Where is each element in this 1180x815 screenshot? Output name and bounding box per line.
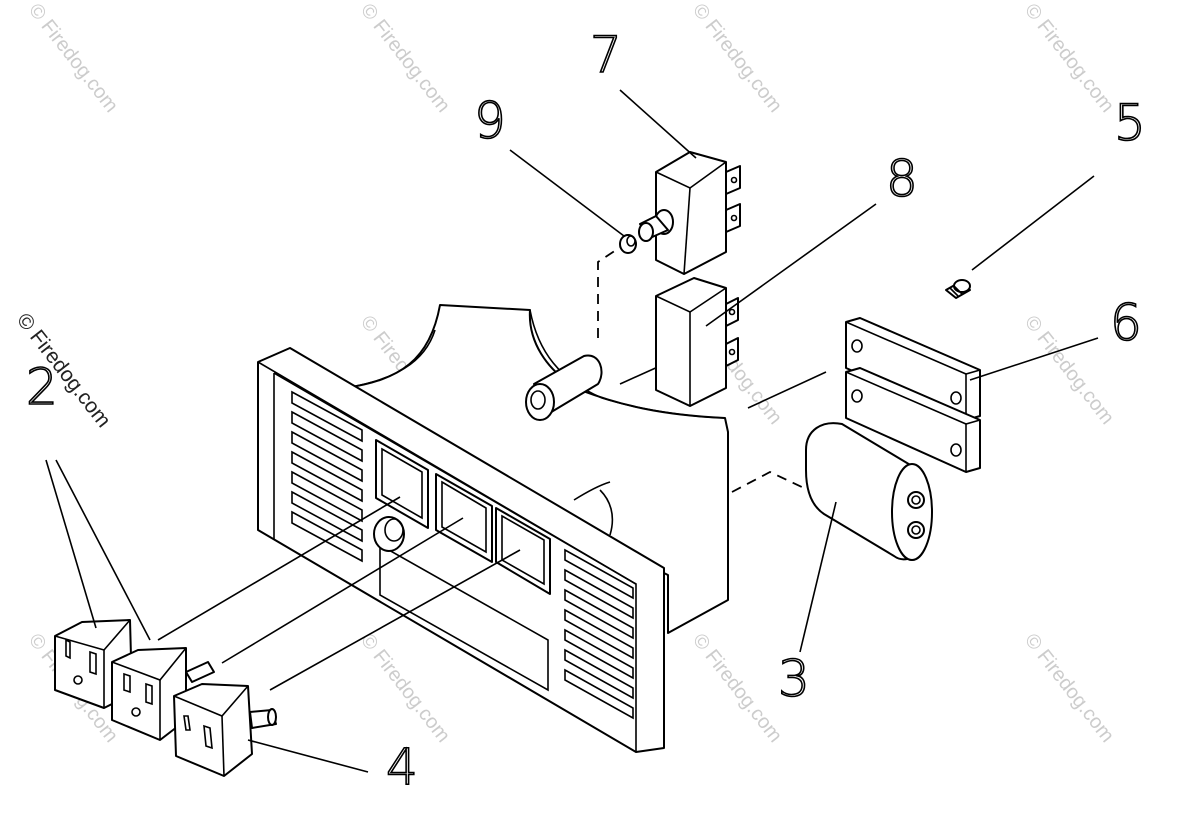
callout-3: 3	[778, 650, 810, 708]
front-panel	[257, 347, 665, 753]
label-recess	[379, 543, 549, 692]
part-9-knob	[619, 234, 637, 254]
leader-lines	[45, 89, 1099, 773]
watermark: © Firedog.com	[688, 630, 786, 747]
callout-2: 2	[26, 358, 58, 416]
part-8-cylinder	[525, 354, 603, 421]
part-4-receptacle	[173, 683, 277, 777]
callout-labels: 2 3 4 5 6 7 8 9	[25, 25, 1146, 797]
callout-4: 4	[386, 738, 418, 796]
part-6-bars	[845, 317, 981, 473]
part-3-capacitor	[805, 422, 933, 561]
outlet-cutouts	[375, 439, 551, 595]
watermark: © Firedog.com	[1020, 630, 1118, 747]
part-5-screw	[945, 279, 971, 299]
callout-9: 9	[474, 92, 506, 150]
watermark: © Firedog.com	[356, 630, 454, 747]
watermark: © Firedog.com	[688, 0, 786, 117]
watermark: © Firedog.com	[1020, 0, 1118, 117]
panel-indicator	[373, 516, 405, 552]
watermark: © Firedog.com	[356, 0, 454, 117]
callout-5: 5	[1114, 94, 1146, 152]
callout-6: 6	[1110, 294, 1142, 352]
part-7-breaker	[638, 151, 741, 275]
callout-7: 7	[590, 26, 622, 84]
watermark: © Firedog.com	[24, 0, 122, 117]
callout-8: 8	[886, 150, 918, 208]
part-8-switch	[655, 277, 739, 407]
left-vent-slots	[291, 390, 363, 563]
watermark: © Firedog.com	[1020, 312, 1118, 429]
right-vent-slots	[564, 548, 634, 720]
